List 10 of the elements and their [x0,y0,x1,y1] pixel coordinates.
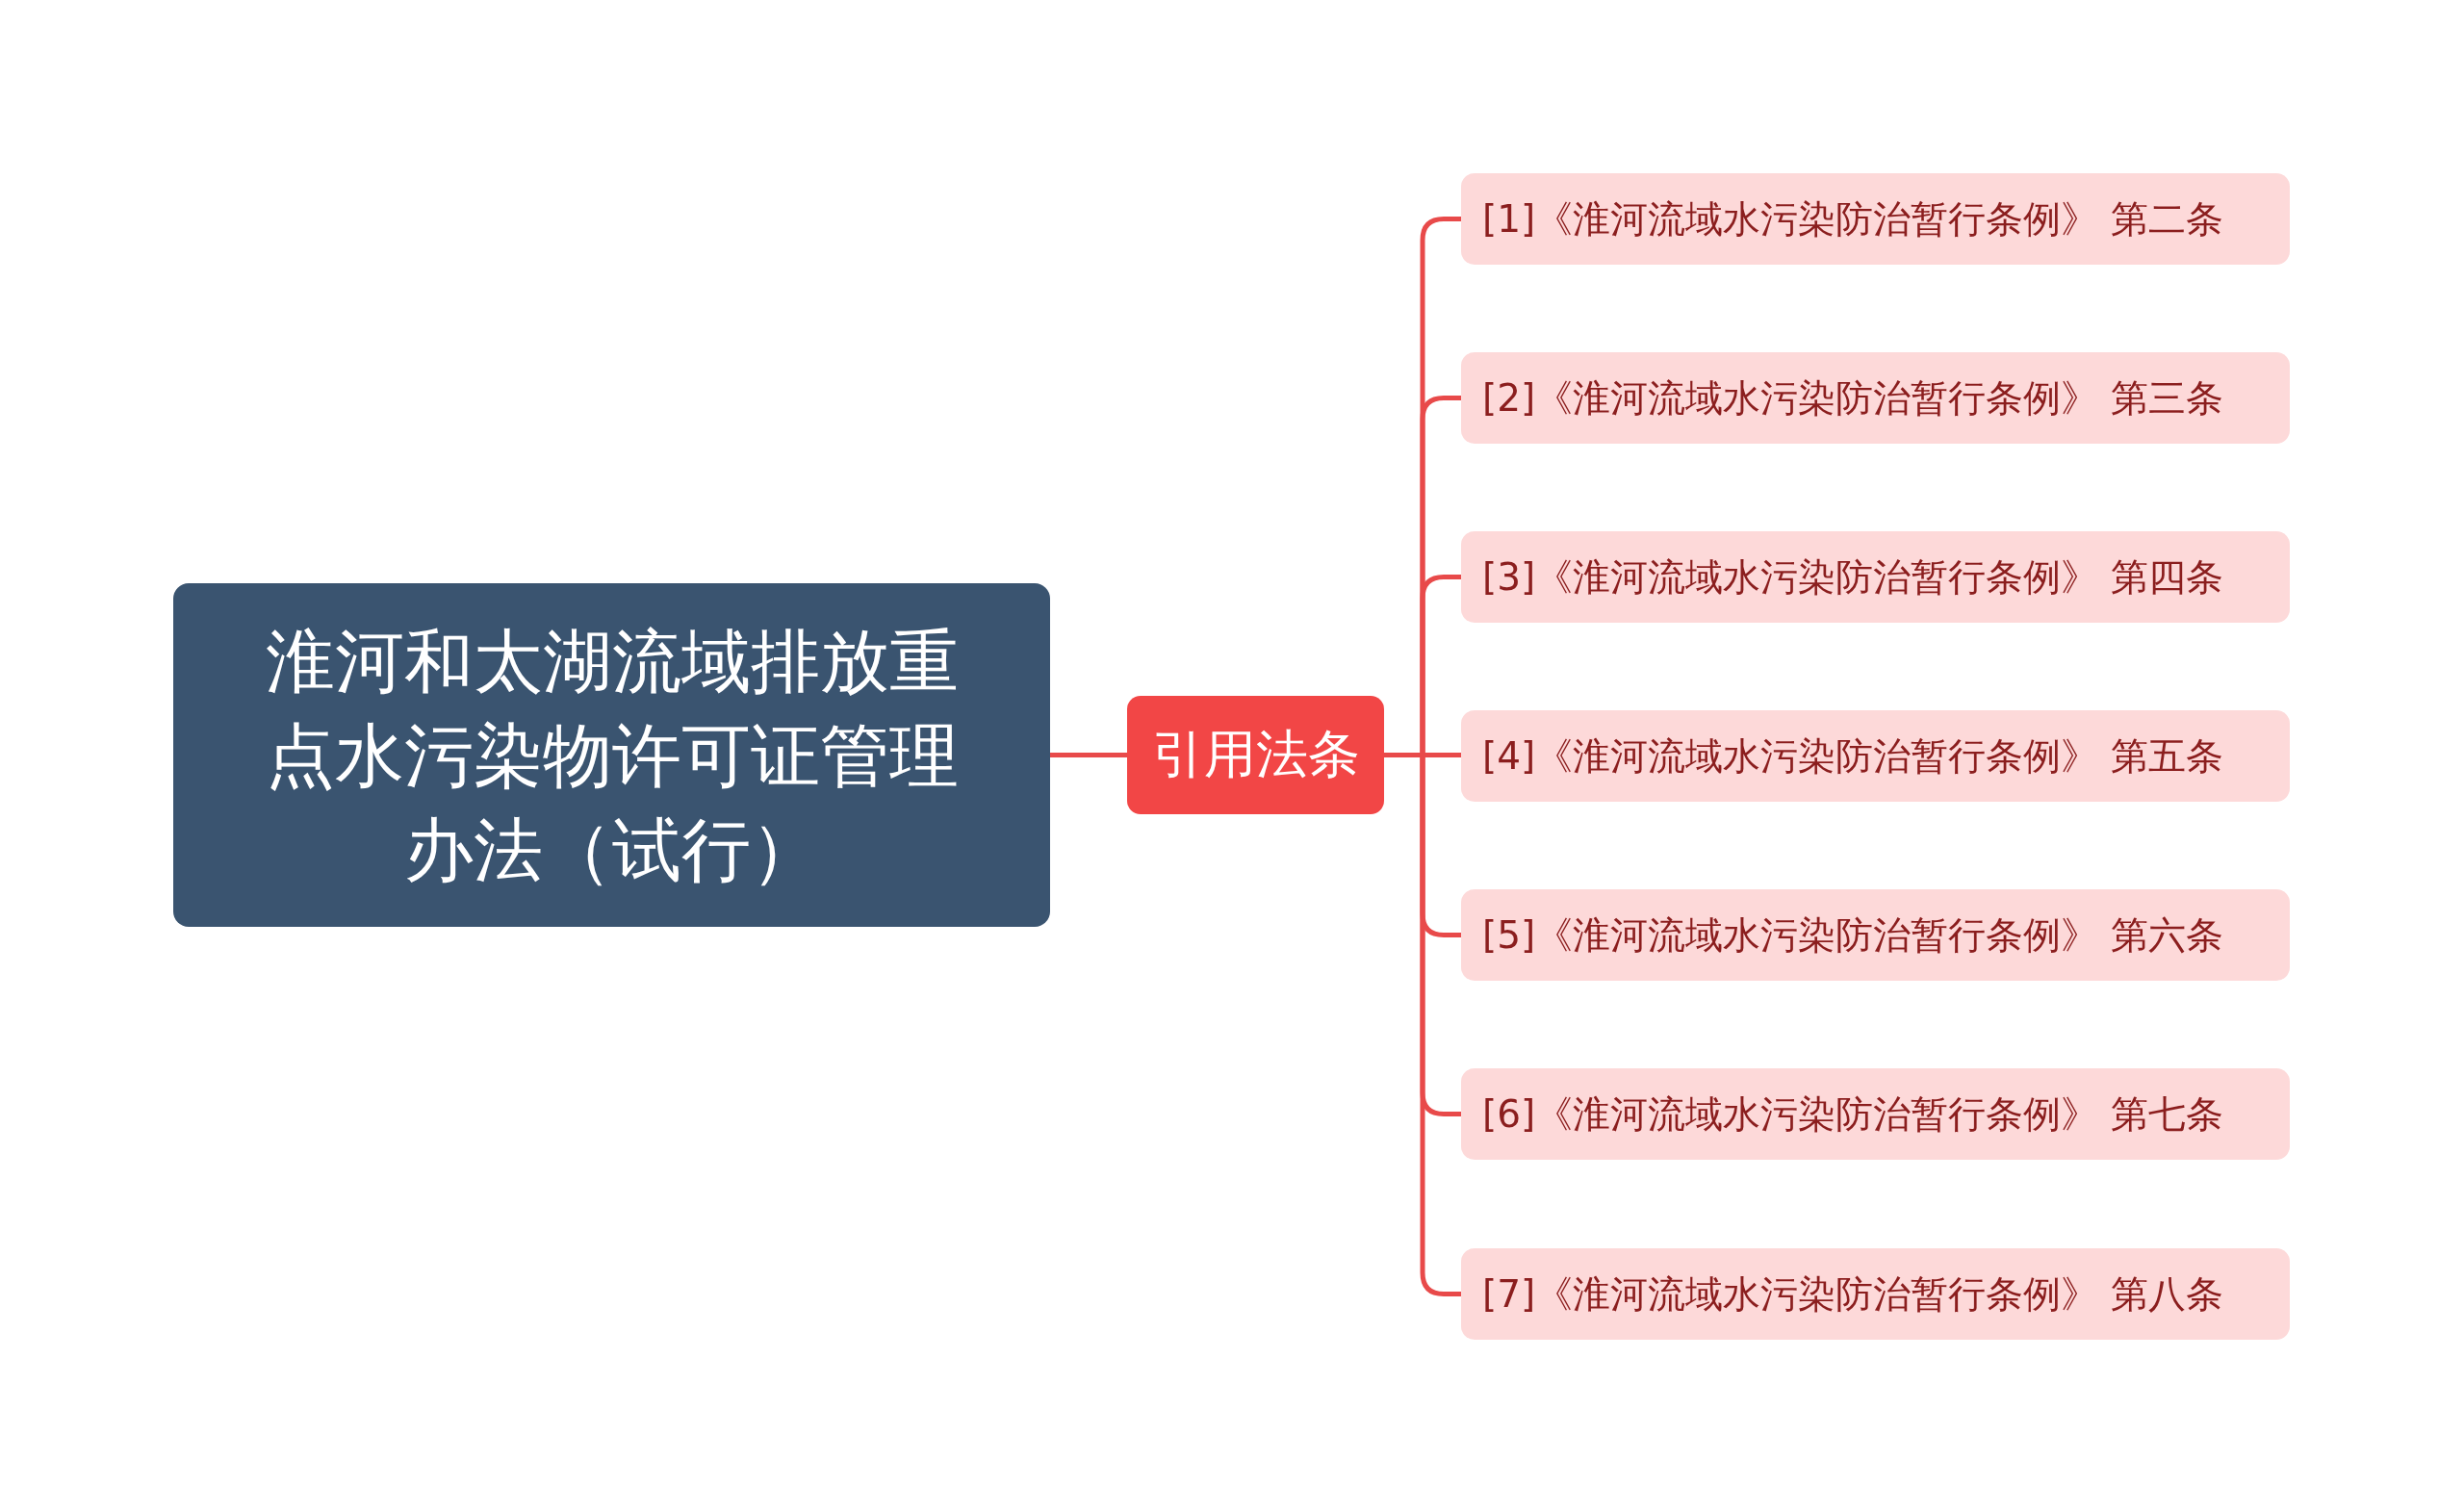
subtopic-box: [2]《淮河流域水污染防治暂行条例》 第三条 [1461,352,2290,444]
subtopic-box: [7]《淮河流域水污染防治暂行条例》 第八条 [1461,1248,2290,1340]
connector-line [1050,753,1127,757]
subtopic-box: [3]《淮河流域水污染防治暂行条例》 第四条 [1461,531,2290,623]
subtopic-box: [4]《淮河流域水污染防治暂行条例》 第五条 [1461,710,2290,802]
subtopic-box: [5]《淮河流域水污染防治暂行条例》 第六条 [1461,889,2290,981]
topic-box: 淮河和太湖流域排放重点水污染物许可证管理办法（试行） [173,583,1050,927]
topic-box: 引用法条 [1127,696,1384,814]
subtopic-box: [1]《淮河流域水污染防治暂行条例》 第二条 [1461,173,2290,265]
subtopic-box: [6]《淮河流域水污染防治暂行条例》 第七条 [1461,1068,2290,1160]
